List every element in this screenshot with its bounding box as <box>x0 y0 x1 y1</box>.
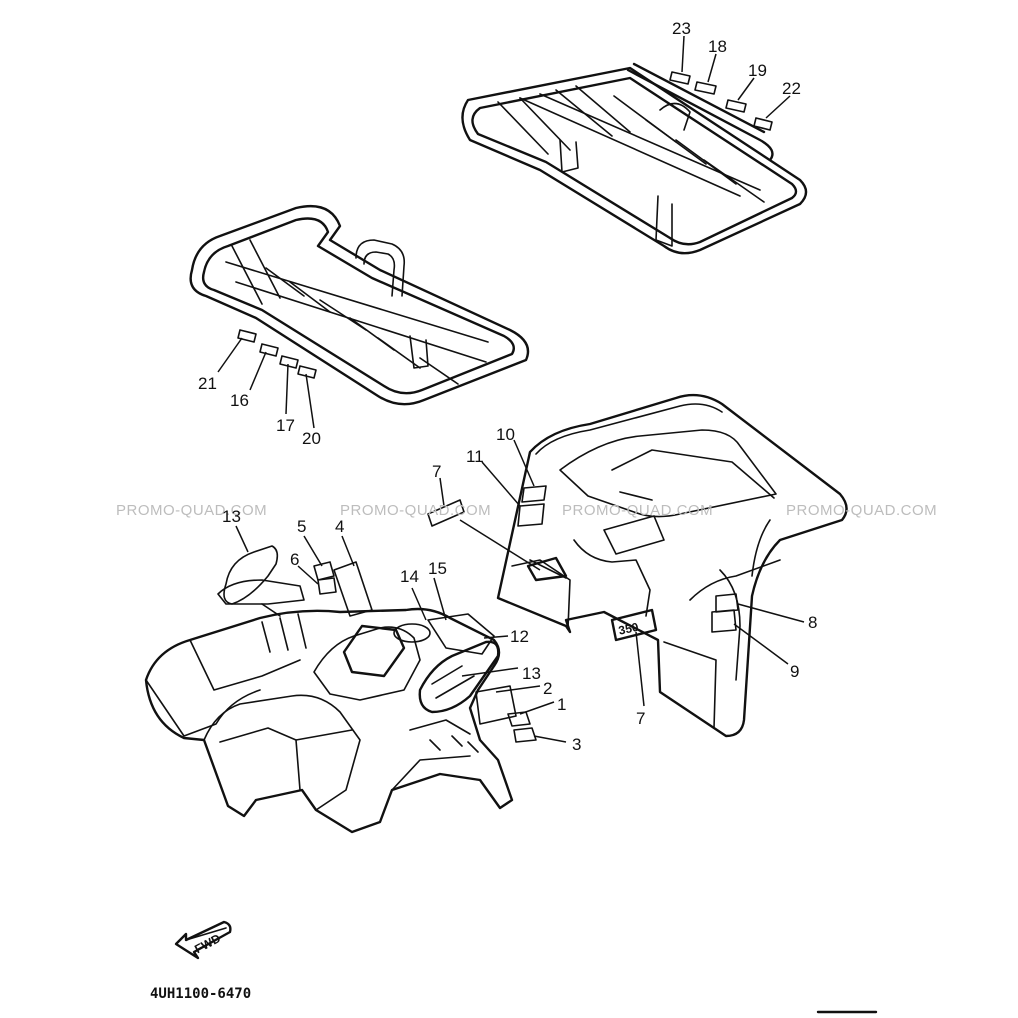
part-label-13a: 13 <box>222 507 241 526</box>
front-fender-decals <box>223 525 567 743</box>
part-label-3: 3 <box>572 735 582 754</box>
watermark-3: PROMO-QUAD.COM <box>562 502 714 519</box>
rear-carrier-decals <box>669 35 791 131</box>
rear-fender-decals <box>427 439 805 707</box>
part-label-16: 16 <box>230 391 249 410</box>
part-label-21: 21 <box>198 374 217 393</box>
badge-350-text: 350 <box>617 620 640 638</box>
watermark-1: PROMO-QUAD.COM <box>116 502 268 519</box>
front-carrier-decals <box>217 329 317 429</box>
part-label-20: 20 <box>302 429 321 448</box>
part-label-9: 9 <box>790 662 800 681</box>
part-label-7b: 7 <box>636 709 646 728</box>
part-label-6: 6 <box>290 550 300 569</box>
part-label-12: 12 <box>510 627 529 646</box>
displacement-badge: 350 <box>610 608 658 642</box>
watermark-4: PROMO-QUAD.COM <box>786 502 938 519</box>
part-label-7a: 7 <box>432 462 442 481</box>
fwd-arrow: FWD <box>174 920 232 960</box>
part-label-10: 10 <box>496 425 515 444</box>
part-label-8: 8 <box>808 613 818 632</box>
part-label-11: 11 <box>466 447 484 466</box>
watermark-2: PROMO-QUAD.COM <box>340 502 492 519</box>
part-label-14: 14 <box>400 567 419 586</box>
part-label-17: 17 <box>276 416 295 435</box>
part-label-18: 18 <box>708 37 727 56</box>
part-label-4: 4 <box>335 517 345 536</box>
part-label-15: 15 <box>428 559 447 578</box>
part-label-22: 22 <box>782 79 801 98</box>
front-fender <box>144 579 514 834</box>
part-label-1: 1 <box>557 695 567 714</box>
part-label-23: 23 <box>672 19 691 38</box>
front-carrier <box>189 204 530 406</box>
rear-carrier <box>461 62 808 255</box>
part-label-13b: 13 <box>522 664 541 683</box>
drawing-code: 4UH1100-6470 <box>150 986 252 1002</box>
part-label-5: 5 <box>297 517 307 536</box>
part-label-2: 2 <box>543 679 553 698</box>
part-label-19: 19 <box>748 61 767 80</box>
